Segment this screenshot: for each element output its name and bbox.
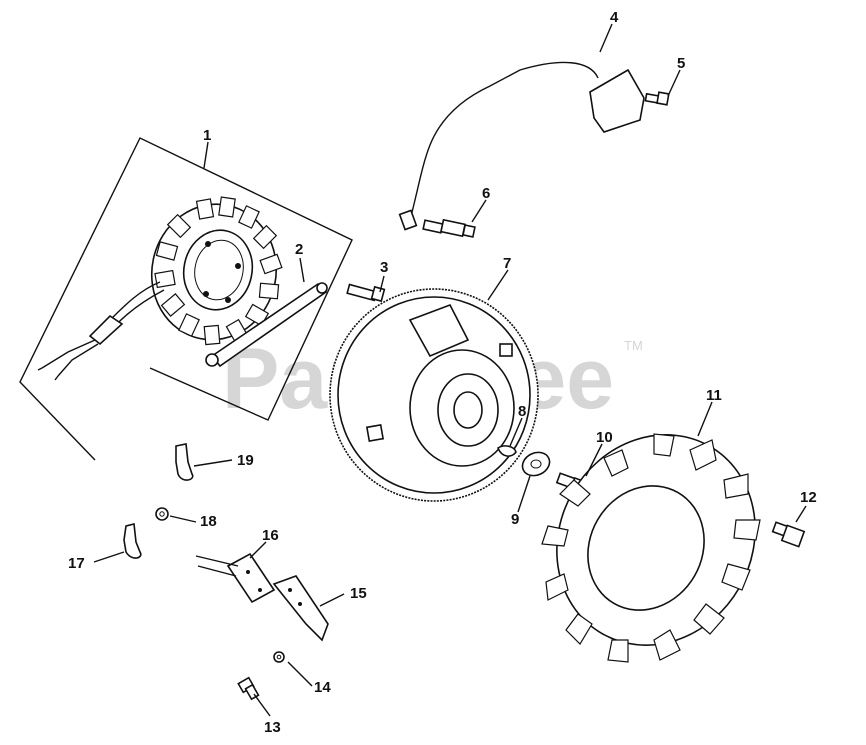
rectifier-washer[interactable] [273,651,285,663]
rectifier-regulator[interactable] [195,552,276,604]
wire-clip-lower[interactable] [123,523,142,559]
ground-lead[interactable] [205,282,328,368]
flywheel-key[interactable] [497,445,517,457]
callout-14: 14 [314,679,331,696]
wire-clip-upper[interactable] [175,443,194,481]
callout-1: 1 [203,127,211,144]
callout-15: 15 [350,585,367,602]
callout-3: 3 [380,259,388,276]
rectifier-bracket[interactable] [272,575,329,642]
callout-17: 17 [68,555,85,572]
flywheel[interactable] [329,288,539,502]
flywheel-washer[interactable] [519,448,554,480]
stator-kit-frame [19,137,353,461]
callout-5: 5 [677,55,685,72]
stator[interactable] [37,193,289,381]
callout-16: 16 [262,527,279,544]
callout-18: 18 [200,513,217,530]
fan-screw[interactable] [771,521,806,548]
leader-lines [93,23,807,717]
cooling-fan[interactable] [519,398,793,681]
callout-11: 11 [706,387,722,404]
callout-8: 8 [518,403,526,420]
callout-12: 12 [800,489,817,506]
module-screw[interactable] [644,91,670,106]
callout-19: 19 [237,452,254,469]
stator-screw[interactable] [346,283,386,303]
callout-2: 2 [295,241,303,258]
callout-4: 4 [610,9,619,26]
spark-plug[interactable] [422,218,476,238]
callout-numbers: 1 2 3 4 5 6 7 8 9 10 11 12 13 14 15 16 1… [68,9,817,736]
callout-10: 10 [596,429,613,446]
ignition-module[interactable] [398,61,645,231]
callout-13: 13 [264,719,281,736]
watermark-trademark: TM [624,338,643,353]
clip-washer[interactable] [155,507,169,521]
callout-6: 6 [482,185,490,202]
callout-7: 7 [503,255,511,272]
callout-9: 9 [511,511,519,528]
